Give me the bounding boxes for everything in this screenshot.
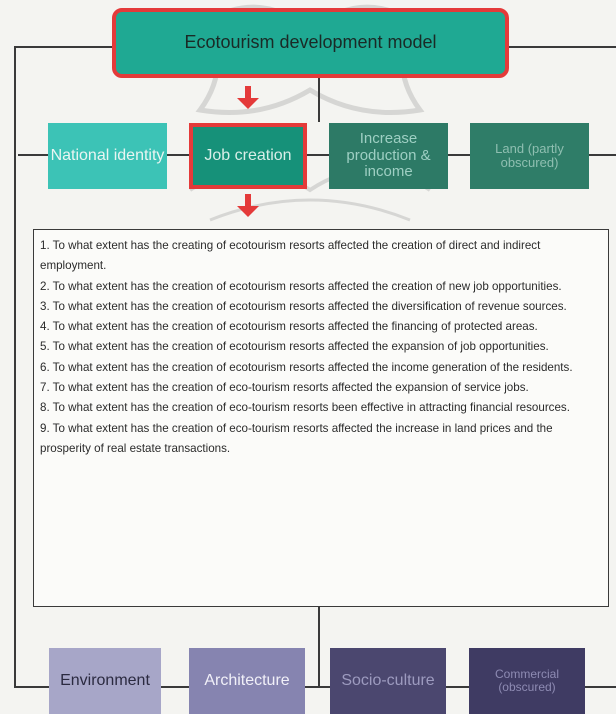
dimension-national-identity: National identity [48,123,167,189]
question-item: 3. To what extent has the creation of ec… [40,299,567,313]
dimension-label: Land (partly obscured) [495,140,564,170]
connector-line [14,46,113,48]
connector-line [508,46,616,48]
down-arrow-icon [237,98,259,109]
ecotourism-model-label: Ecotourism development model [184,32,437,53]
question-item: 2. To what extent has the creation of ec… [40,279,562,293]
dimension-label: Increase production & income [346,130,431,181]
questions-box: 1. To what extent has the creating of ec… [33,229,609,607]
arrow-stem [245,86,251,98]
question-item: 8. To what extent has the creation of ec… [40,401,570,415]
question-item: 9. To what extent has the creation of ec… [40,421,553,455]
down-arrow-icon [237,206,259,217]
category-label: Socio-culture [341,672,435,690]
category-environment: Environment [49,648,161,714]
dimension-increase-production: Increase production & income [329,123,448,189]
connector-line [18,154,616,156]
connector-line [318,607,320,687]
question-item: 6. To what extent has the creation of ec… [40,360,573,374]
category-architecture: Architecture [189,648,305,714]
connector-line [318,78,320,122]
category-label: Environment [60,672,150,690]
connector-line [14,686,50,688]
dimension-label: Job creation [204,147,292,165]
question-item: 4. To what extent has the creation of ec… [40,320,538,334]
category-label: Architecture [204,672,290,690]
dimension-land: Land (partly obscured) [470,123,589,189]
question-item: 7. To what extent has the creation of ec… [40,381,529,395]
question-item: 1. To what extent has the creating of ec… [40,239,541,273]
ecotourism-model-box: Ecotourism development model [112,8,509,78]
dimension-label: National identity [50,147,165,165]
arrow-stem [245,194,251,206]
dimension-job-creation: Job creation [189,123,307,189]
category-socio-culture: Socio-culture [330,648,446,714]
category-commercial: Commercial (obscured) [469,648,585,714]
category-label: Commercial (obscured) [494,666,559,694]
question-item: 5. To what extent has the creation of ec… [40,340,549,354]
connector-line [14,46,16,687]
